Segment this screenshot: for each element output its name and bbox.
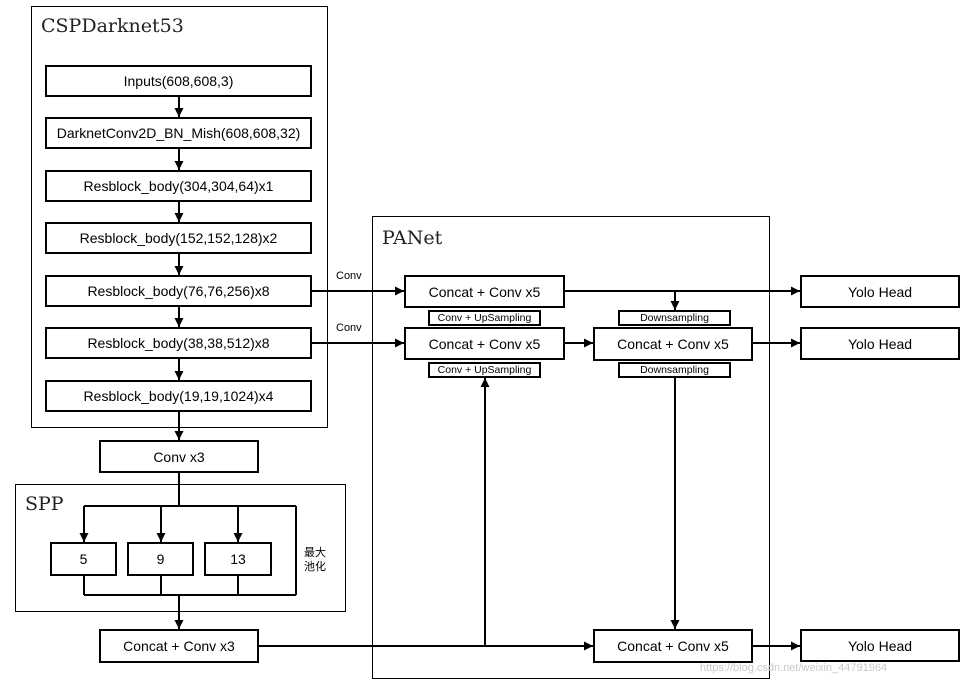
yolo-head-1: Yolo Head — [800, 275, 960, 308]
pool-9-block: 9 — [127, 542, 194, 576]
backbone-block-resblock-3: Resblock_body(76,76,256)x8 — [45, 275, 312, 307]
backbone-block-resblock-4: Resblock_body(38,38,512)x8 — [45, 327, 312, 359]
conv-edge-label-2: Conv — [336, 322, 362, 334]
downsampling-label-1: Downsampling — [618, 310, 731, 326]
spp-frame — [15, 484, 346, 612]
panet-title: PANet — [382, 227, 443, 249]
conv-edge-label-1: Conv — [336, 270, 362, 282]
backbone-block-resblock-1: Resblock_body(304,304,64)x1 — [45, 170, 312, 202]
concat-conv-x3-block: Concat + Conv x3 — [99, 629, 259, 663]
pool-5-block: 5 — [50, 542, 117, 576]
conv-x3-block: Conv x3 — [99, 440, 259, 473]
panet-concat-left-mid: Concat + Conv x5 — [404, 327, 565, 360]
max-pooling-note: 最大池化 — [304, 546, 326, 573]
downsampling-label-2: Downsampling — [618, 362, 731, 378]
backbone-title: CSPDarknet53 — [41, 15, 184, 37]
yolo-head-3: Yolo Head — [800, 629, 960, 662]
backbone-block-resblock-2: Resblock_body(152,152,128)x2 — [45, 222, 312, 254]
yolo-head-2: Yolo Head — [800, 327, 960, 360]
spp-title: SPP — [25, 493, 64, 515]
panet-concat-right-top: Concat + Conv x5 — [593, 327, 753, 361]
panet-frame — [372, 216, 770, 679]
backbone-block-inputs: Inputs(608,608,3) — [45, 65, 312, 97]
backbone-block-resblock-5: Resblock_body(19,19,1024)x4 — [45, 380, 312, 412]
panet-concat-right-bottom: Concat + Conv x5 — [593, 629, 753, 663]
panet-concat-left-top: Concat + Conv x5 — [404, 275, 565, 308]
upsampling-label-2: Conv + UpSampling — [428, 362, 541, 378]
upsampling-label-1: Conv + UpSampling — [428, 310, 541, 326]
backbone-block-darknetconv: DarknetConv2D_BN_Mish(608,608,32) — [45, 117, 312, 149]
watermark: https://blog.csdn.net/weixin_44791964 — [700, 662, 888, 674]
pool-13-block: 13 — [204, 542, 272, 576]
backbone-frame — [31, 6, 328, 428]
